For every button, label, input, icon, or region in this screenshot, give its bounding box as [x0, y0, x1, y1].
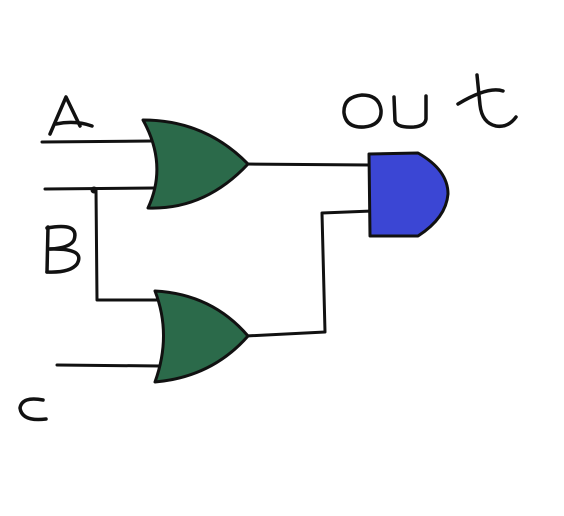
- wire-input-a: [40, 139, 154, 144]
- or-gate-bottom: [153, 289, 250, 384]
- wires: [40, 139, 374, 368]
- or-gate-top: [141, 118, 250, 210]
- label-out-glyph: [342, 73, 518, 129]
- label-a-glyph: [48, 95, 94, 136]
- wire-input-b-top: [43, 186, 157, 191]
- and-gate: [367, 151, 450, 238]
- label-b-glyph: [45, 224, 81, 274]
- label-c-glyph: [18, 397, 48, 422]
- wire-input-c: [55, 363, 162, 368]
- wire-or2-to-and: [244, 209, 374, 338]
- wire-or1-to-and: [244, 162, 372, 167]
- wire-input-b-branch: [94, 187, 162, 302]
- junction-dot: [90, 186, 98, 194]
